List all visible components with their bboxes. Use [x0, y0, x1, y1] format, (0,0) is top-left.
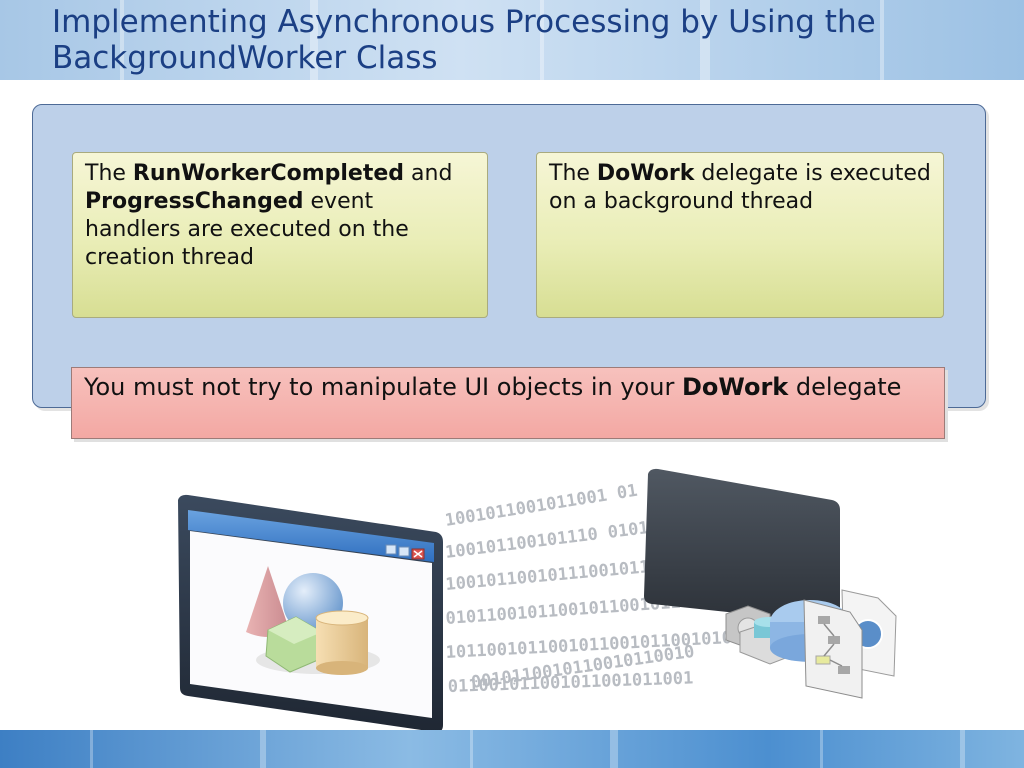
warning-text-2: delegate [788, 373, 902, 401]
right-note-bold-1: DoWork [596, 161, 695, 186]
footer-band [0, 730, 1024, 768]
left-note-text-2: and [404, 161, 453, 186]
left-note-text-1: The [85, 161, 133, 186]
left-note-bold-2: ProgressChanged [85, 189, 304, 214]
minimize-icon [385, 544, 397, 555]
left-note-text-3: event handlers are executed on the creat… [85, 189, 409, 270]
right-note-text-2: delegate is executed on a background thr… [549, 161, 931, 214]
window-illustration [178, 494, 443, 730]
warning-bold-1: DoWork [681, 373, 789, 401]
right-note-text-1: The [549, 161, 597, 186]
page-title: Implementing Asynchronous Processing by … [52, 4, 876, 76]
right-note-box: The DoWork delegate is executed on a bac… [536, 152, 944, 318]
cylinder-shape [316, 618, 368, 668]
background-thread-illustration [644, 468, 897, 699]
left-note-bold-1: RunWorkerCompleted [132, 161, 405, 186]
illustration: 1001011001011001 01 100101100101110 0101… [178, 468, 897, 730]
maximize-icon [398, 546, 410, 557]
warning-text-1: You must not try to manipulate UI object… [84, 373, 682, 401]
cone-shape [246, 566, 290, 637]
warning-box: You must not try to manipulate UI object… [71, 367, 945, 439]
left-note-box: The RunWorkerCompleted and ProgressChang… [72, 152, 488, 318]
title-band: Implementing Asynchronous Processing by … [0, 0, 1024, 80]
